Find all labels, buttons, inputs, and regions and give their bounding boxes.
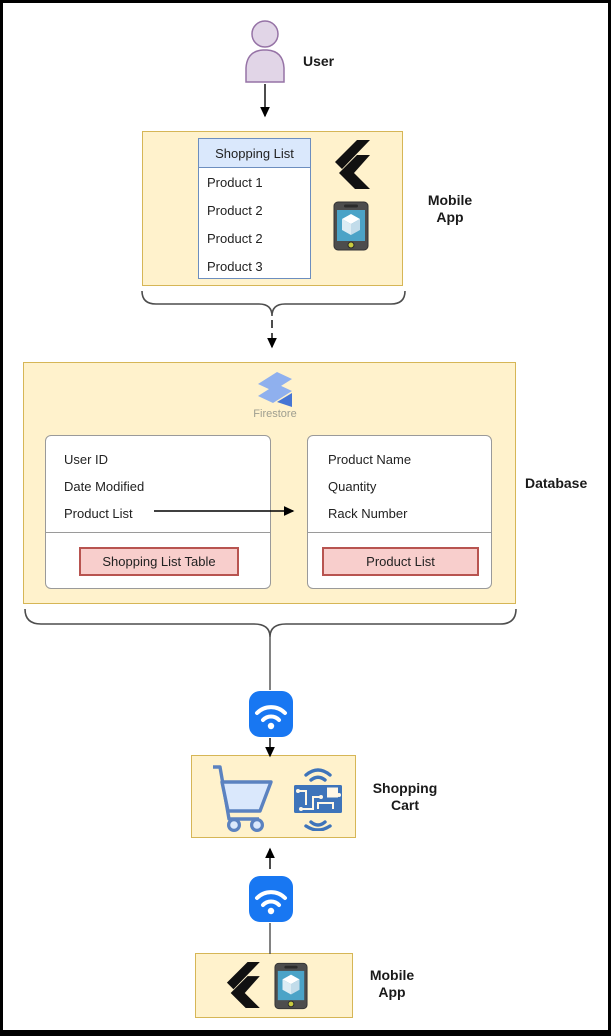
shopping-cart-node [191,755,356,838]
smartphone-icon [274,962,308,1010]
shopping-cart-label: Shopping Cart [372,780,438,813]
person-icon [245,20,285,83]
db-field: Quantity [328,479,377,494]
flutter-logo [335,140,370,189]
shopping-list-db-table: User ID Date Modified Product List Shopp… [45,435,271,589]
shopping-list-table-caption: Shopping List Table [79,547,239,576]
mobile-app-bottom-label: Mobile App [369,967,415,1000]
product-list-caption: Product List [322,547,479,576]
db-field: Rack Number [328,506,408,521]
firestore-label: Firestore [253,408,297,420]
table-divider [308,532,491,533]
shopping-list-table-widget: Shopping List Product 1 Product 2 Produc… [198,138,311,279]
db-field: User ID [64,452,109,467]
wifi-icon [249,691,293,737]
wifi-icon [249,876,293,922]
table-divider [46,532,270,533]
shopping-list-item: Product 2 [207,202,263,218]
shopping-cart-icon [213,765,273,832]
user-label: User [303,53,335,69]
flutter-logo [226,962,260,1009]
brace-mobile-app [141,290,406,317]
brace-database [24,608,517,638]
database-label: Database [525,475,588,491]
product-list-db-table: Product Name Quantity Rack Number Produc… [307,435,492,589]
shopping-list-item: Product 1 [207,174,263,190]
mobile-app-top-label: Mobile App [427,192,473,225]
db-field: Product Name [328,452,412,467]
firestore-logo [258,372,292,407]
shopping-list-item: Product 2 [207,230,263,246]
shopping-list-header: Shopping List [199,139,310,168]
mobile-app-bottom-node [195,953,353,1018]
db-field: Date Modified [64,479,145,494]
smartphone-icon [333,201,369,251]
shopping-list-item: Product 3 [207,258,263,274]
rfid-chip-icon [294,768,342,831]
db-field: Product List [64,506,133,521]
